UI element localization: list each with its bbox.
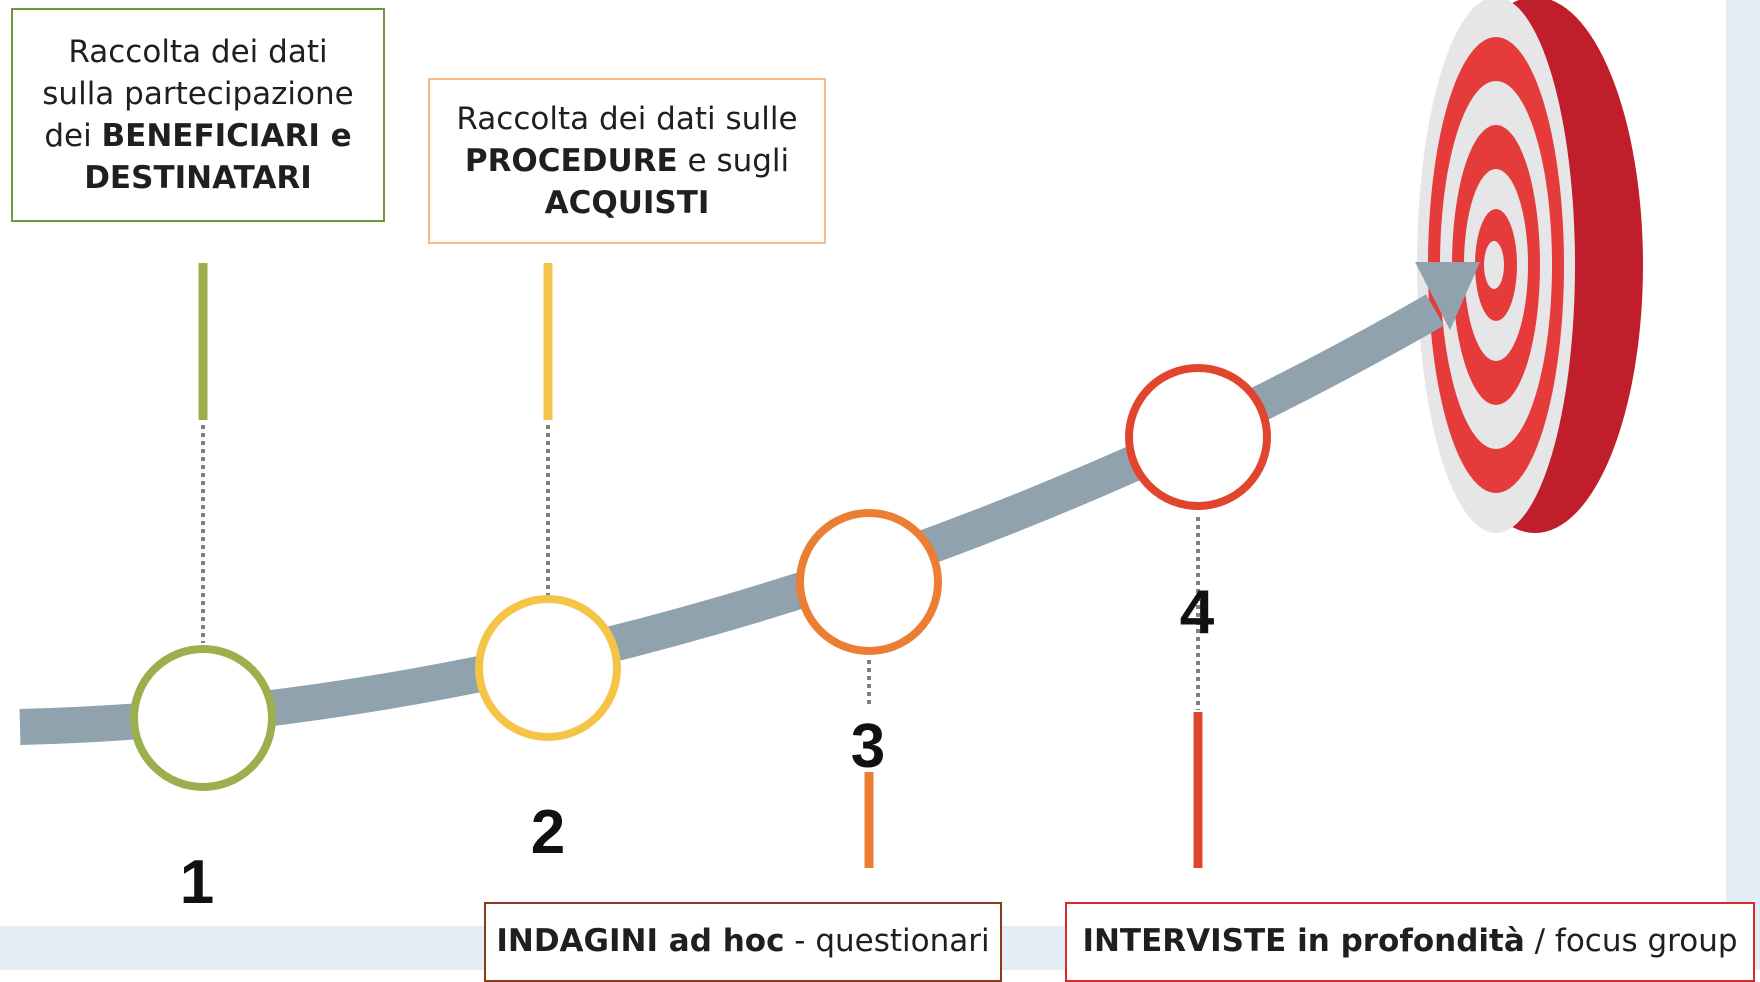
right-background-band [1726,0,1760,970]
bold-text: DESTINATARI [84,160,312,196]
box-text-line: Raccolta dei dati [68,31,327,73]
bold-text: BENEFICIARI e [101,118,352,154]
box-text-line: Raccolta dei dati sulle [456,98,797,140]
text: / focus group [1524,923,1738,959]
bold-text: PROCEDURE [464,143,678,179]
target-icon [1417,0,1643,533]
box-text-line: PROCEDURE e sugli [465,140,789,182]
step-1-circle [130,645,276,791]
box-text-line: ACQUISTI [545,182,710,224]
text: Raccolta dei dati [68,34,328,70]
bold-text: INTERVISTE in profondità [1082,923,1525,959]
box-text-line: INTERVISTE in profondità / focus group [1082,920,1737,962]
text: sulla partecipazione [42,76,354,112]
step-3-number: 3 [850,712,886,781]
bold-text: ACQUISTI [544,185,710,221]
step-4-box: INTERVISTE in profondità / focus group [1065,902,1755,982]
step-3-circle [796,509,942,655]
box-text-line: dei BENEFICIARI e [44,115,351,157]
step-2-number: 2 [530,798,566,867]
text: - questionari [784,923,990,959]
step-2-circle [475,595,621,741]
step-4-number: 4 [1179,578,1215,647]
step-1-number: 1 [179,848,215,917]
box-text-line: INDAGINI ad hoc - questionari [496,920,989,962]
text: Raccolta dei dati sulle [456,101,798,137]
box-text-line: DESTINATARI [84,157,312,199]
text: e sugli [677,143,790,179]
bold-text: INDAGINI ad hoc [496,923,785,959]
step-4-circle [1125,364,1271,510]
step-3-box: INDAGINI ad hoc - questionari [484,902,1002,982]
text: dei [44,118,102,154]
box-text-line: sulla partecipazione [42,73,353,115]
